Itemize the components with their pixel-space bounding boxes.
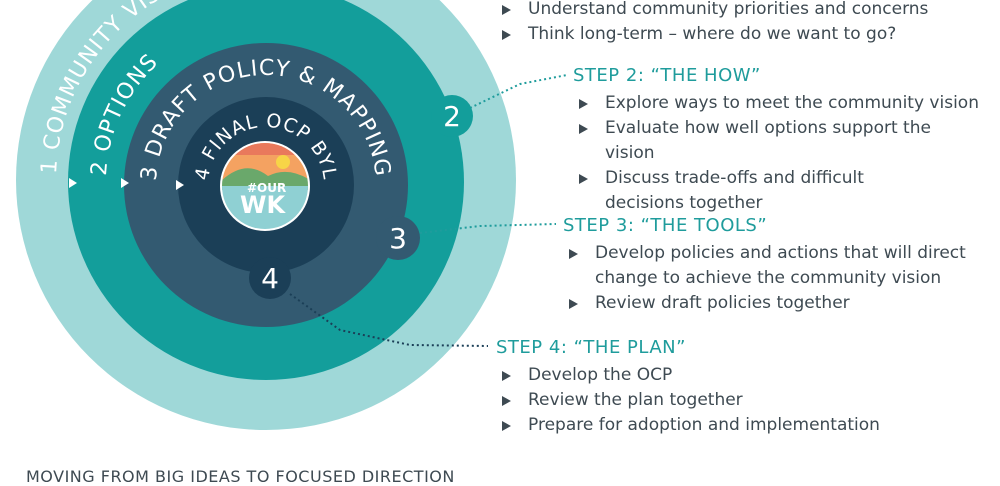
marker-3: 3: [376, 216, 420, 260]
step1-block: Understand community priorities and conc…: [496, 0, 976, 47]
step3-bullet: Review draft policies together: [563, 291, 983, 316]
step2-bullet: Evaluate how well options support the vi…: [573, 116, 983, 166]
step4-title: STEP 4: “THE PLAN”: [496, 337, 686, 358]
step4-bullet: Prepare for adoption and implementation: [496, 413, 936, 438]
step1-bullet: Understand community priorities and conc…: [496, 0, 976, 22]
step4-bullet: Develop the OCP: [496, 363, 936, 388]
step3-title: STEP 3: “THE TOOLS”: [563, 215, 768, 236]
step2-bullet: Discuss trade-offs and difficult decisio…: [573, 166, 945, 216]
step3-bullet: Develop policies and actions that will d…: [563, 241, 985, 291]
marker-2: 2: [431, 95, 473, 137]
section-heading: MOVING FROM BIG IDEAS TO FOCUSED DIRECTI…: [26, 467, 455, 486]
logo-line2: WK: [240, 191, 286, 219]
step2-title: STEP 2: “THE HOW”: [573, 65, 761, 86]
step4-bullet: Review the plan together: [496, 388, 936, 413]
our-wk-logo: #OUR WK: [220, 141, 310, 231]
step4-block: STEP 4: “THE PLAN” Develop the OCP Revie…: [496, 337, 936, 438]
step2-block: STEP 2: “THE HOW” Explore ways to meet t…: [573, 65, 983, 216]
connector-step2: [469, 74, 568, 109]
ring2-pointer: [121, 178, 129, 188]
connector-step3: [419, 223, 557, 234]
step1-bullet: Think long-term – where do we want to go…: [496, 22, 976, 47]
logo-line1: #OUR: [247, 181, 286, 195]
ring3-pointer: [176, 180, 184, 190]
step3-block: STEP 3: “THE TOOLS” Develop policies and…: [563, 215, 983, 316]
connector-step4: [289, 293, 489, 347]
svg-text:3: 3: [389, 222, 407, 255]
svg-text:2: 2: [443, 100, 461, 133]
step2-bullet: Explore ways to meet the community visio…: [573, 91, 983, 116]
ring1-pointer: [69, 178, 77, 188]
marker-4: 4: [249, 257, 291, 299]
svg-text:4: 4: [261, 262, 279, 295]
